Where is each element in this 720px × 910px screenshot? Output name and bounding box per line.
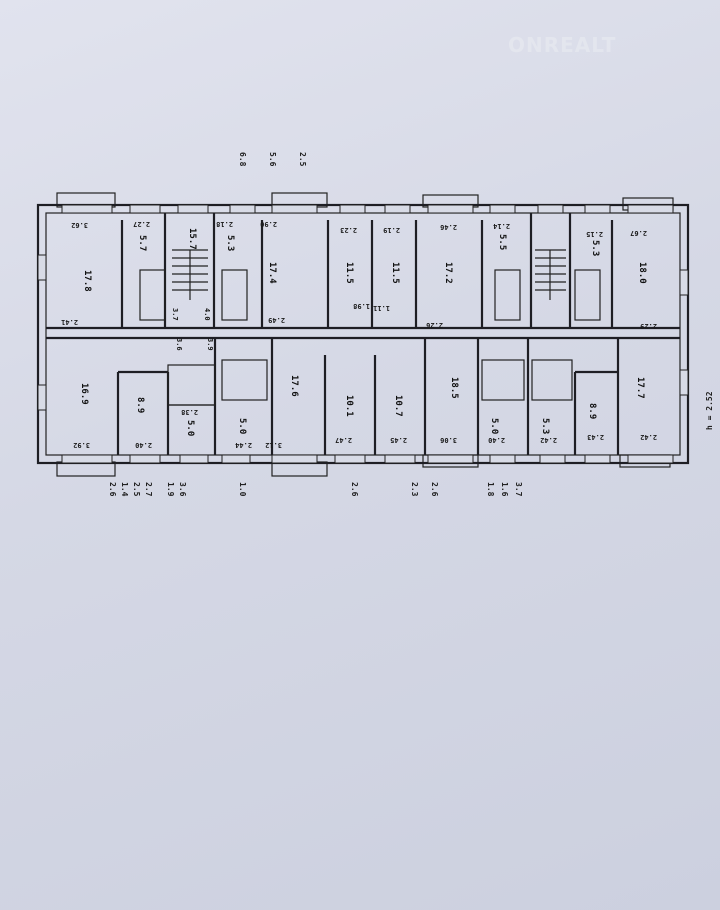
plan-label: 1.0	[238, 482, 247, 497]
plan-label: 2.90	[260, 220, 277, 228]
plan-label: 3.92	[73, 441, 90, 449]
plan-label: 2.46	[440, 223, 457, 231]
plan-label: 8.9	[135, 397, 145, 413]
plan-label: 2.40	[488, 436, 505, 444]
room-labels-bottom: 16.9 3.92 8.9 2.40 2.38 5.0 5.0 2.44 17.…	[73, 375, 657, 449]
plan-label: 1.98	[353, 302, 370, 310]
plan-label: 18.5	[449, 377, 459, 399]
plan-label: 5.7	[137, 235, 147, 251]
plan-label: 1.9	[166, 482, 175, 497]
plan-label: 5.3	[590, 240, 600, 256]
plan-label: 5.0	[237, 418, 247, 434]
plan-label: 2.49	[268, 316, 285, 324]
plan-label: 2.41	[61, 318, 78, 326]
balconies	[56, 192, 674, 477]
plan-label: 2.18	[216, 220, 233, 228]
plan-label: 1.8	[486, 482, 495, 497]
staircase-right	[535, 249, 566, 300]
plan-label: 2.5	[298, 152, 307, 167]
plan-label: 5.0	[185, 420, 195, 436]
plan-label: 2.47	[335, 436, 352, 444]
plan-label: 2.67	[630, 229, 647, 237]
plan-label: 2.6	[430, 482, 439, 497]
plan-label: 2.3	[410, 482, 419, 497]
plan-label: 10.1	[344, 395, 354, 417]
plan-label: 17.6	[289, 375, 299, 397]
plan-label: 11.5	[390, 262, 400, 284]
plan-label: 3.7	[514, 482, 523, 497]
windows	[37, 204, 689, 464]
plan-label: 18.0	[637, 262, 647, 284]
plan-label: 5.5	[497, 234, 507, 250]
plan-label: 3.06	[440, 436, 457, 444]
plan-label: 10.7	[393, 395, 403, 417]
plan-label: 2.27	[133, 220, 150, 228]
plan-label: 2.15	[586, 230, 603, 238]
plan-label: 3.7	[171, 308, 179, 321]
plan-label: 1.4	[120, 482, 129, 497]
plan-label: 2.6	[350, 482, 359, 497]
plan-label: 5.6	[268, 152, 277, 167]
ceiling-height: h = 2.52	[705, 391, 714, 430]
plan-label: 16.9	[79, 383, 89, 405]
plan-label: 3.6	[178, 482, 187, 497]
plan-label: 2.44	[235, 441, 252, 449]
plan-label: 5.3	[225, 235, 235, 251]
plan-label: 2.40	[135, 441, 152, 449]
plan-label: 2.23	[340, 226, 357, 234]
plan-label: 2.6	[108, 482, 117, 497]
plan-label: 6.8	[238, 152, 247, 167]
plan-label: 8.9	[587, 403, 597, 419]
plan-label: 2.43	[587, 433, 604, 441]
plan-label: 15.7	[187, 228, 197, 250]
plan-label: 2.5	[132, 482, 141, 497]
plan-label: 4.0	[203, 308, 211, 321]
plan-label: 2.14	[493, 222, 510, 230]
plan-label: 17.2	[443, 262, 453, 284]
walls	[46, 213, 680, 455]
plan-label: 3.62	[71, 221, 88, 229]
plan-label: 11.5	[344, 262, 354, 284]
plan-label: 2.19	[383, 226, 400, 234]
plan-label: 2.45	[390, 436, 407, 444]
plan-label: 3.9	[206, 338, 214, 351]
plan-label: 2.38	[181, 408, 198, 416]
plan-label: 3.12	[265, 441, 282, 449]
plan-label: 2.7	[144, 482, 153, 497]
plan-label: 2.29	[640, 322, 657, 330]
plan-label: 17.4	[267, 262, 277, 284]
room-labels-top: 3.62 17.8 2.41 2.27 5.7 15.7 2.18 5.3 2.…	[61, 220, 657, 351]
plan-label: 3.6	[175, 338, 183, 351]
plan-label: 17.7	[635, 377, 645, 399]
plan-label: 5.0	[489, 418, 499, 434]
plan-label: 2.42	[540, 436, 557, 444]
plan-label: 2.42	[640, 433, 657, 441]
staircase-left	[172, 249, 208, 300]
plan-label: 1.6	[500, 482, 509, 497]
plan-label: 5.3	[540, 418, 550, 434]
plan-label: 2.26	[426, 321, 443, 329]
plan-label: 1.11	[373, 304, 390, 312]
watermark: ONREALT	[508, 33, 616, 57]
plan-label: 17.8	[82, 270, 92, 292]
margin-notes: 6.8 5.6 2.5 2.6 1.4 2.5 2.7 1.9 3.6 1.0 …	[108, 152, 714, 497]
